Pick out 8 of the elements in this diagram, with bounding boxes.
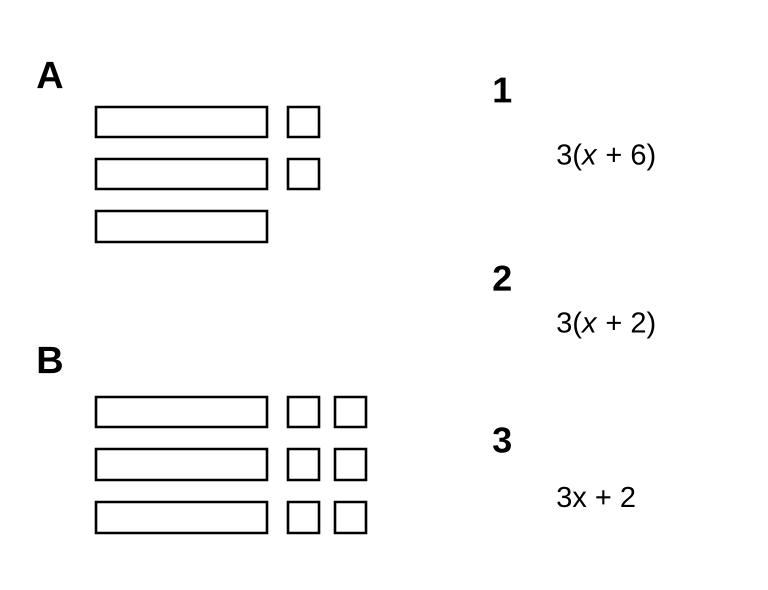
- expression: 3(x + 2): [557, 312, 654, 339]
- expression: 3x + 2: [557, 486, 635, 508]
- panel-label: A: [37, 62, 63, 88]
- panel-label: B: [38, 346, 62, 374]
- option-number: 2: [493, 265, 511, 291]
- option-number: 3: [493, 427, 511, 453]
- expression: 3(x + 6): [557, 144, 654, 171]
- option-number: 1: [494, 78, 512, 102]
